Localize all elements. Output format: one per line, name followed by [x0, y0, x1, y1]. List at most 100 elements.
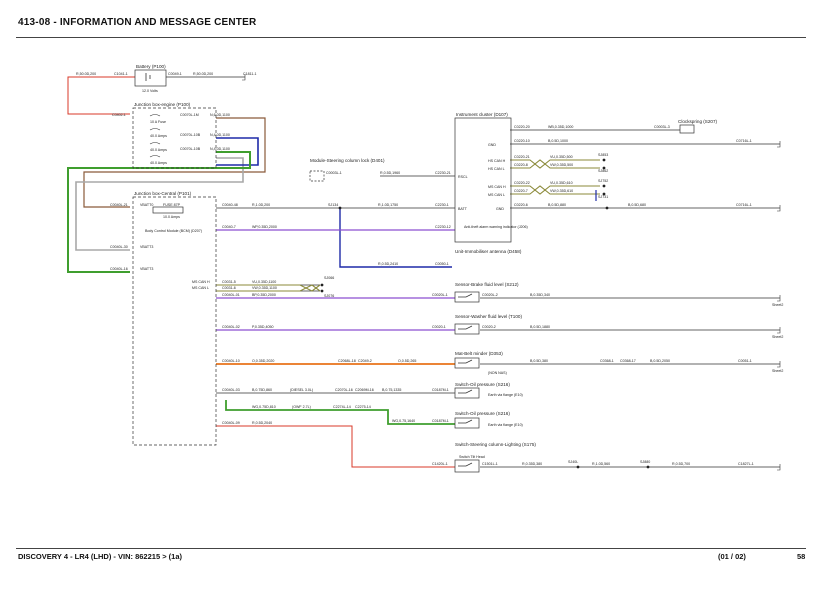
svg-text:N,4.0D,1100: N,4.0D,1100 [210, 147, 230, 151]
svg-text:C0220-6: C0220-6 [514, 203, 528, 207]
svg-text:C0020L-2: C0020L-2 [482, 293, 498, 297]
svg-text:SJ862: SJ862 [598, 169, 608, 173]
battery-box [134, 69, 167, 87]
svg-text:C0368-1: C0368-1 [600, 359, 614, 363]
svg-text:R,0.5D,2040: R,0.5D,2040 [252, 421, 272, 425]
svg-text:B,0.5D,2050: B,0.5D,2050 [650, 359, 670, 363]
svg-text:SJ40L: SJ40L [568, 460, 578, 464]
svg-text:O,0.5D,265: O,0.5D,265 [398, 359, 416, 363]
svg-text:(OWF 2.7L): (OWF 2.7L) [292, 405, 311, 409]
svg-text:C0070L-1M: C0070L-1M [180, 113, 199, 117]
svg-text:(NON NAS): (NON NAS) [488, 371, 507, 375]
svg-text:C0020-1: C0020-1 [432, 325, 446, 329]
svg-text:C0220-21: C0220-21 [514, 155, 530, 159]
wire-blue-loop [216, 137, 259, 166]
svg-text:C2068L-18: C2068L-18 [338, 359, 356, 363]
cluster-label: Instrument cluster (D107) [456, 112, 508, 117]
svg-text:Earth via flange (E10): Earth via flange (E10) [488, 393, 523, 397]
svg-text:B,0.75D,860: B,0.75D,860 [252, 388, 272, 392]
svg-text:R,0.5D,2410: R,0.5D,2410 [378, 262, 398, 266]
svg-text:B,0.5D,680: B,0.5D,680 [628, 203, 646, 207]
svg-text:GND: GND [488, 143, 496, 147]
svg-text:C1501L-1: C1501L-1 [482, 462, 498, 466]
svg-text:SJ066: SJ066 [324, 276, 334, 280]
svg-text:C0003L-1: C0003L-1 [326, 171, 342, 175]
svg-text:Sheet2: Sheet2 [772, 369, 783, 373]
svg-text:Body Control Module (BCM) (D20: Body Control Module (BCM) (D207) [145, 229, 202, 233]
cluster-box [454, 117, 512, 243]
svg-text:R,50.0D,200: R,50.0D,200 [76, 72, 96, 76]
wire-brown [83, 117, 266, 208]
svg-text:VU,0.35D,610: VU,0.35D,610 [550, 181, 573, 185]
svg-text:GND: GND [496, 207, 504, 211]
belt-minder-label: Mat-Belt minder (D353) [455, 351, 503, 356]
svg-text:Earth via flange (E10): Earth via flange (E10) [488, 423, 523, 427]
svg-text:BATT: BATT [458, 207, 468, 211]
clockspring-label: Clockspring (S207) [678, 119, 718, 124]
svg-text:B,0.35D,340: B,0.35D,340 [530, 293, 550, 297]
svg-text:P,0.35D,4050: P,0.35D,4050 [252, 325, 274, 329]
svg-text:Sheet2: Sheet2 [772, 303, 783, 307]
svg-text:C0716L-1: C0716L-1 [736, 139, 752, 143]
svg-text:C0716L-1: C0716L-1 [736, 203, 752, 207]
svg-text:HS CAN H: HS CAN H [488, 159, 506, 163]
svg-text:C0368-17: C0368-17 [620, 359, 636, 363]
svg-text:C0070L-10B: C0070L-10B [180, 147, 201, 151]
svg-text:C2070L-16: C2070L-16 [335, 388, 353, 392]
wire-green [67, 151, 251, 273]
svg-text:Anti-theft alarm warning indic: Anti-theft alarm warning indicator (J206… [464, 225, 528, 229]
svg-text:C0031-6: C0031-6 [222, 286, 236, 290]
svg-text:C0031-5: C0031-5 [222, 280, 236, 284]
svg-text:VW,0.35D,500: VW,0.35D,500 [550, 163, 573, 167]
wire-red-battery [67, 76, 135, 115]
svg-text:C0040-7: C0040-7 [222, 225, 236, 229]
svg-text:VW,0.35D,1100: VW,0.35D,1100 [252, 286, 277, 290]
svg-text:C2230-1: C2230-1 [435, 203, 449, 207]
svg-text:C0220-10: C0220-10 [514, 139, 530, 143]
svg-text:C0040L-30: C0040L-30 [110, 245, 128, 249]
svg-text:SJ853: SJ853 [598, 153, 608, 157]
svg-text:R,50.0D,200: R,50.0D,200 [193, 72, 213, 76]
svg-text:C1811-1: C1811-1 [243, 72, 257, 76]
steering-lighting-label: Switch-Steering column-Lighting (S175) [455, 442, 536, 447]
wire-green-oil [225, 400, 455, 425]
svg-text:40.0 Amps: 40.0 Amps [150, 148, 167, 152]
svg-text:SJ880: SJ880 [640, 460, 650, 464]
svg-text:B,0.5D,1880: B,0.5D,1880 [530, 325, 550, 329]
svg-text:B,0.5D,1000: B,0.5D,1000 [548, 139, 568, 143]
svg-text:C0040-48: C0040-48 [222, 203, 238, 207]
svg-text:C0187M-1: C0187M-1 [432, 419, 449, 423]
svg-text:VBATT3: VBATT3 [140, 267, 153, 271]
svg-text:C0020L-1: C0020L-1 [432, 293, 448, 297]
svg-text:C1041-1: C1041-1 [114, 72, 128, 76]
svg-text:40.0 Amps: 40.0 Amps [150, 134, 167, 138]
svg-text:C0040L-21: C0040L-21 [110, 203, 128, 207]
svg-text:C1420L-1: C1420L-1 [432, 462, 448, 466]
svg-text:WG,0.75D,810: WG,0.75D,810 [252, 405, 276, 409]
svg-text:Sheet2: Sheet2 [772, 335, 783, 339]
clockspring-box [679, 124, 695, 134]
svg-text:C1827L-1: C1827L-1 [738, 462, 754, 466]
svg-text:B,0.5D,880: B,0.5D,880 [548, 203, 566, 207]
svg-text:R,0.35D,380: R,0.35D,380 [522, 462, 542, 466]
steering-lock-label: Module-Steering column lock (D401) [310, 158, 385, 163]
svg-text:Switch Tilt Head: Switch Tilt Head [459, 455, 485, 459]
svg-text:C0070L-10B: C0070L-10B [180, 133, 201, 137]
engine-box-label: Junction box-engine (P100) [134, 102, 191, 107]
svg-text:C0040L-01: C0040L-01 [222, 293, 240, 297]
svg-text:C0040L-16: C0040L-16 [110, 267, 128, 271]
svg-text:12.0 Volts: 12.0 Volts [142, 89, 158, 93]
svg-text:VBATT0: VBATT0 [140, 203, 153, 207]
svg-text:C0187M-1: C0187M-1 [432, 388, 449, 392]
svg-text:SJ752: SJ752 [598, 179, 608, 183]
svg-text:VW,0.35D,610: VW,0.35D,610 [550, 189, 573, 193]
central-box-label: Junction box-Central (P101) [134, 191, 192, 196]
svg-text:R,1.0D,560: R,1.0D,560 [592, 462, 610, 466]
immobiliser-label: Unit-Immobiliser antenna (D458) [455, 249, 522, 254]
washer-sensor-label: Sensor-Washer fluid level (T100) [455, 314, 522, 319]
svg-text:VU,0.35D,1100: VU,0.35D,1100 [252, 280, 276, 284]
svg-text:C0220-22: C0220-22 [514, 181, 530, 185]
svg-text:C0040L-10: C0040L-10 [222, 359, 240, 363]
svg-text:40.0 Amps: 40.0 Amps [150, 161, 167, 165]
svg-text:N,4.0D,1100: N,4.0D,1100 [210, 133, 230, 137]
